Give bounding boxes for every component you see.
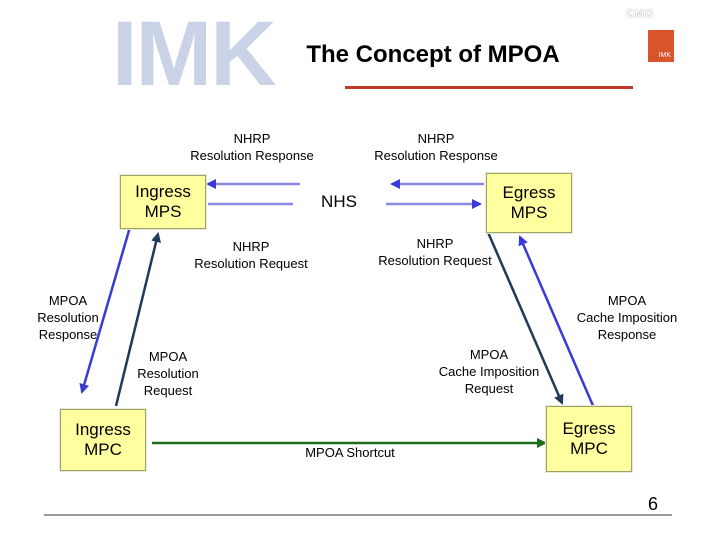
imk-brand-box: IMK [648, 30, 674, 62]
node-egress-mpc: Egress MPC [546, 406, 632, 472]
node-ingress-mps: Ingress MPS [120, 175, 206, 229]
label-nhrp-resolution-response-right: NHRP Resolution Response [374, 131, 498, 163]
page-number: 6 [648, 494, 659, 514]
label-nhrp-resolution-request-right: NHRP Resolution Request [378, 236, 492, 268]
label-mpoa-resolution-response: MPOA Resolution Response [37, 293, 99, 342]
arrow-mpoa-resolution-request [114, 232, 161, 407]
footer-rule [44, 514, 672, 516]
label-nhrp-resolution-request-left: NHRP Resolution Request [194, 239, 308, 271]
label-mpoa-shortcut: MPOA Shortcut [305, 445, 395, 460]
arrow-mpoa-resolution-response [79, 226, 132, 394]
arrow-mpoa-cache-imposition-response [518, 235, 596, 409]
imk-watermark-logo: IMK [112, 3, 277, 105]
label-mpoa-cache-imposition-request: MPOA Cache Imposition Request [438, 347, 540, 396]
label-mpoa-cache-imposition-response: MPOA Cache Imposition Response [576, 293, 678, 342]
node-egress-mps: Egress MPS [486, 173, 572, 233]
label-mpoa-resolution-request: MPOA Resolution Request [137, 349, 199, 398]
title-underline [345, 86, 633, 89]
node-nhs: NHS [321, 192, 357, 211]
page-title: The Concept of MPOA [306, 41, 560, 68]
node-ingress-mpc: Ingress MPC [60, 409, 146, 471]
arrow-mpoa-cache-imposition-request [485, 229, 564, 405]
cmd-brand-mark: CMD [626, 8, 655, 20]
label-nhrp-resolution-response-left: NHRP Resolution Response [190, 131, 314, 163]
